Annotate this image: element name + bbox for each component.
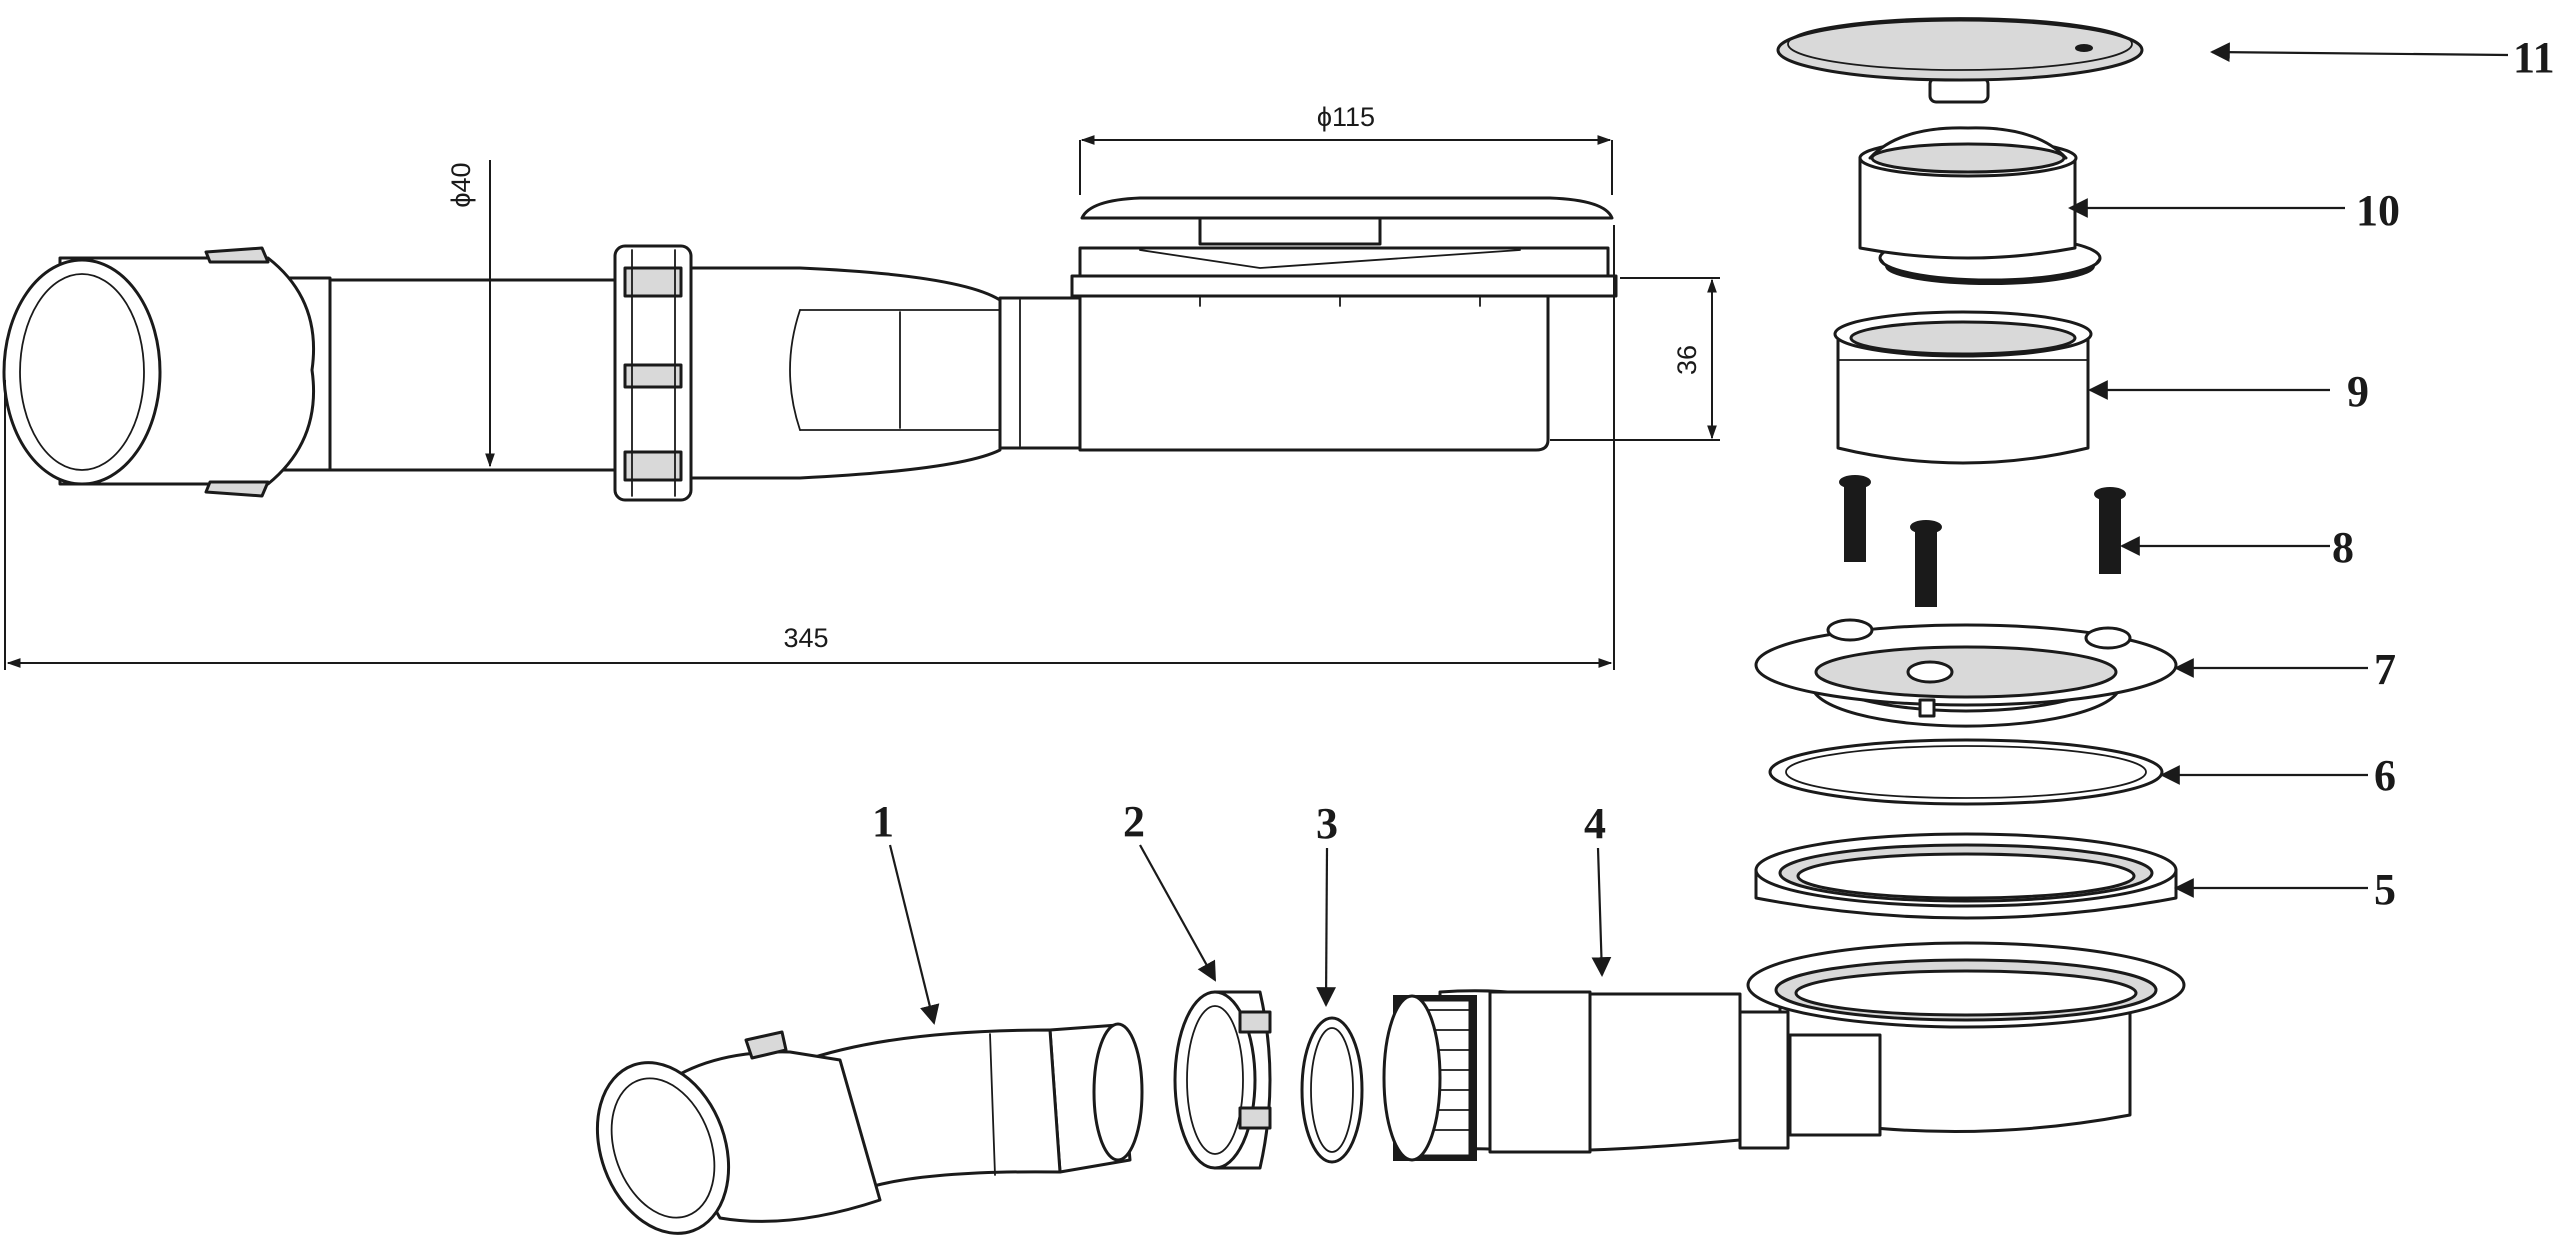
dimension-height: 36 xyxy=(1672,345,1702,375)
label-10: 10 xyxy=(2356,186,2400,235)
part-3-ring xyxy=(1300,1016,1364,1164)
part-7-flange-ring xyxy=(1754,618,2178,728)
label-8: 8 xyxy=(2332,523,2354,572)
label-3: 3 xyxy=(1316,799,1338,848)
assembled-drain-side-view xyxy=(2,196,1618,502)
part-6-gasket xyxy=(1768,738,2164,806)
label-6: 6 xyxy=(2374,751,2396,800)
label-9: 9 xyxy=(2347,367,2369,416)
label-5: 5 xyxy=(2374,865,2396,914)
label-4: 4 xyxy=(1584,799,1606,848)
dimension-length: 345 xyxy=(783,623,828,653)
label-1: 1 xyxy=(872,797,894,846)
label-7: 7 xyxy=(2374,645,2396,694)
part-5-seal xyxy=(1754,832,2178,920)
label-2: 2 xyxy=(1123,797,1145,846)
dimension-diameter-pipe: ϕ40 xyxy=(446,162,476,207)
part-9-cup xyxy=(1833,310,2093,465)
leader-lines xyxy=(888,42,2509,1025)
part-2-union-nut xyxy=(1173,990,1272,1170)
part-8-screws xyxy=(1839,475,2126,607)
label-11: 11 xyxy=(2513,33,2555,82)
part-11-cover-plate xyxy=(1776,17,2144,104)
part-4-trap-body xyxy=(1382,941,2186,1162)
part-10-insert xyxy=(1858,126,2102,285)
part-1-elbow-outlet xyxy=(595,1022,1144,1235)
dimension-lines xyxy=(4,135,1720,670)
dimension-diameter-top: ϕ115 xyxy=(1317,102,1375,132)
